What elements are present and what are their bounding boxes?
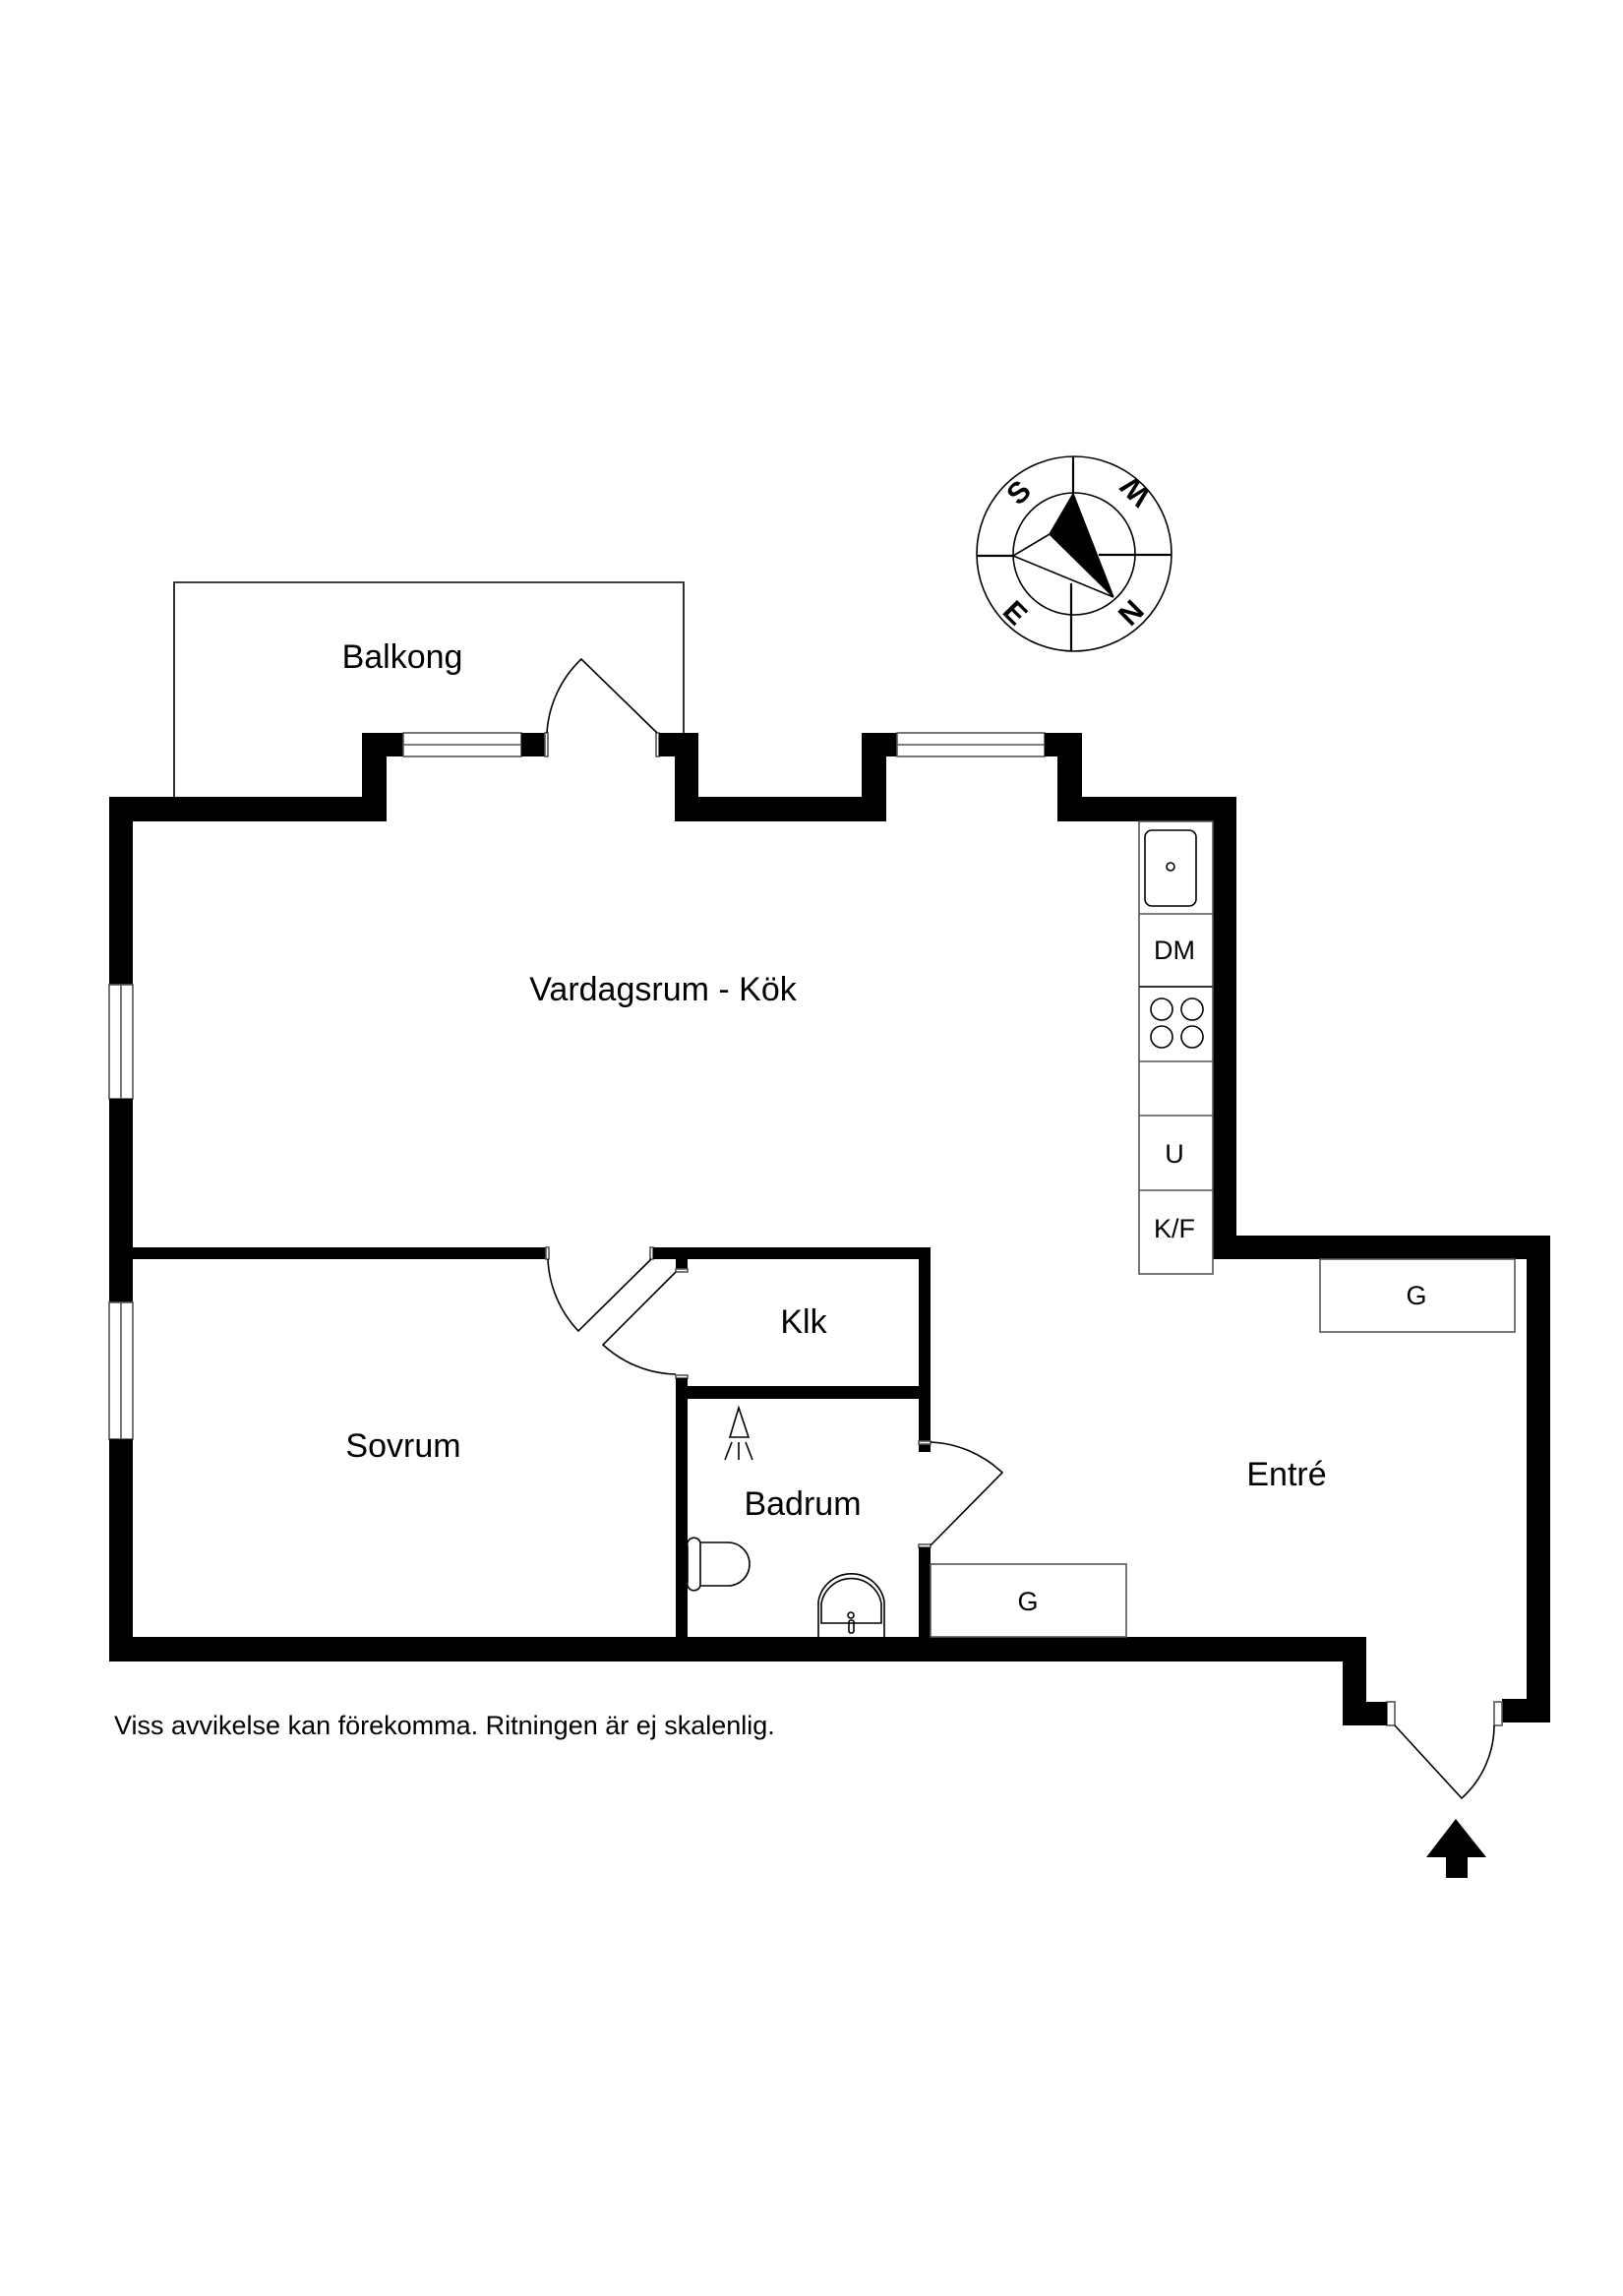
compass-south: S bbox=[1000, 474, 1037, 511]
washbasin-icon bbox=[817, 1573, 885, 1637]
compass-icon: S W N E bbox=[976, 455, 1172, 652]
room-label-entre: Entré bbox=[1246, 1456, 1326, 1493]
balcony-door bbox=[546, 657, 658, 734]
inner-walls bbox=[133, 1246, 932, 1637]
sink-icon bbox=[1144, 829, 1197, 907]
room-label-sovrum: Sovrum bbox=[345, 1427, 460, 1465]
entrance-door bbox=[1394, 1724, 1495, 1800]
compass-east: E bbox=[996, 595, 1033, 632]
compass-north: N bbox=[1112, 594, 1151, 633]
outer-walls bbox=[108, 732, 1550, 1726]
dishwasher-label: DM bbox=[1154, 936, 1195, 965]
doors bbox=[546, 657, 1495, 1800]
room-label-badrum: Badrum bbox=[744, 1485, 861, 1523]
sovrum-door bbox=[547, 1258, 652, 1333]
compass-west: W bbox=[1114, 469, 1158, 513]
disclaimer-text: Viss avvikelse kan förekomma. Ritningen … bbox=[114, 1711, 775, 1740]
oven-label: U bbox=[1165, 1139, 1184, 1169]
room-label-balkong: Balkong bbox=[342, 638, 463, 676]
fridge-freezer-label: K/F bbox=[1154, 1214, 1195, 1243]
stove-icon bbox=[1150, 997, 1204, 1049]
room-label-klk: Klk bbox=[780, 1303, 827, 1341]
shower-icon bbox=[724, 1405, 753, 1461]
svg-text:G: G bbox=[1406, 1281, 1426, 1310]
entrance-arrow-icon bbox=[1426, 1819, 1486, 1878]
wardrobe-entre: G bbox=[1319, 1258, 1516, 1333]
balcony bbox=[173, 581, 685, 799]
toilet-icon bbox=[686, 1537, 751, 1592]
svg-text:G: G bbox=[1017, 1587, 1038, 1616]
klk-door bbox=[601, 1271, 677, 1375]
wardrobe-hall: G bbox=[930, 1563, 1127, 1638]
kitchen-counter: DM U K/F bbox=[1138, 820, 1214, 1275]
room-label-vardagsrum-kok: Vardagsrum - Kök bbox=[529, 971, 797, 1008]
badrum-door bbox=[930, 1441, 1004, 1546]
